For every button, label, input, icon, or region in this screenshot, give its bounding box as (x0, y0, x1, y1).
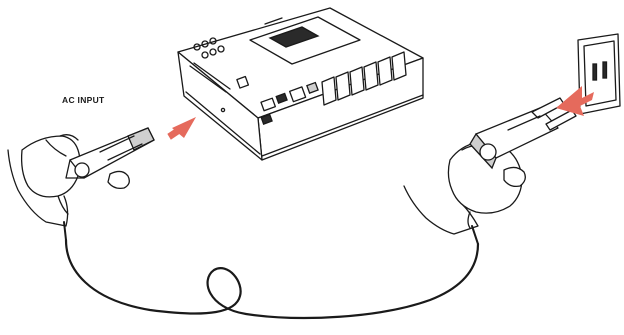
power-cable (66, 240, 478, 318)
cassette-recorder-icon (178, 8, 423, 160)
left-hand-with-connector (8, 128, 154, 240)
arrow-to-recorder-icon (168, 117, 196, 139)
right-hand-with-plug (404, 98, 576, 244)
ac-input-label: AC INPUT (62, 95, 105, 105)
